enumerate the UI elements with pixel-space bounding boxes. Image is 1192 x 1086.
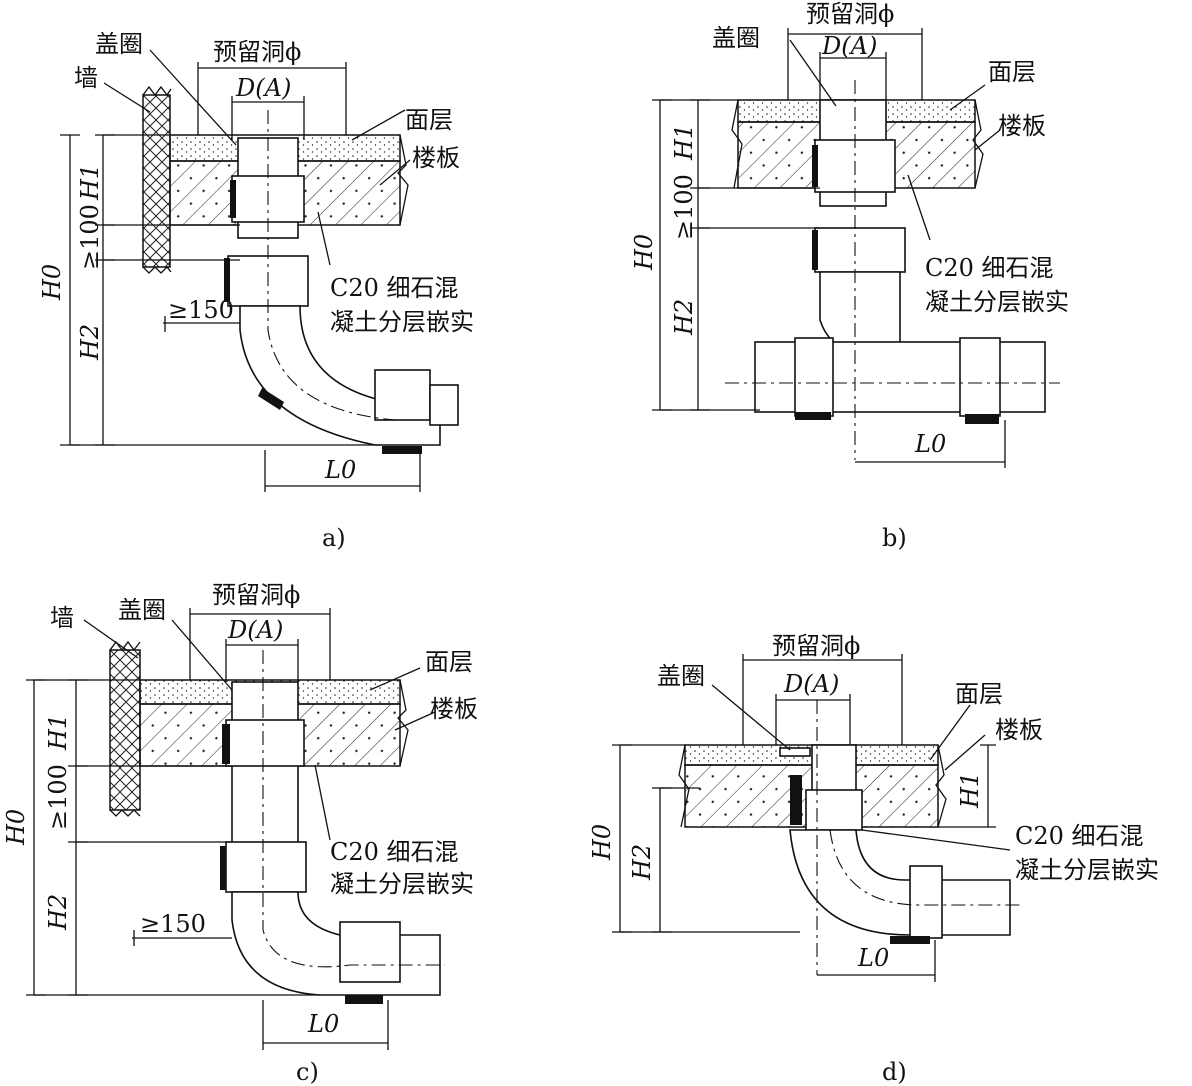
ge100-label-a: ≥100 xyxy=(76,204,104,270)
floor-slab-label-b: 楼板 xyxy=(998,112,1046,140)
h1-label-c: H1 xyxy=(44,714,72,751)
fill-label-2-c: 凝土分层嵌实 xyxy=(330,870,474,898)
fill-label-1-a: C20 细石混 xyxy=(330,274,459,302)
h0-label-b: H0 xyxy=(630,234,658,271)
caption-c: c) xyxy=(296,1058,319,1086)
fill-label-1-c: C20 细石混 xyxy=(330,838,459,866)
wall-c xyxy=(109,649,141,811)
caption-a: a) xyxy=(322,524,346,552)
l0-label-d: L0 xyxy=(857,944,889,972)
cover-ring-label-b: 盖圈 xyxy=(712,24,760,52)
ge100-label-b: ≥100 xyxy=(670,174,698,240)
h2-label-b: H2 xyxy=(670,299,698,336)
h0-label-c: H0 xyxy=(2,809,30,846)
fill-label-2-d: 凝土分层嵌实 xyxy=(1015,856,1159,884)
diameter-label-d: D(A) xyxy=(783,670,839,698)
caption-b: b) xyxy=(882,524,907,552)
wall-label-a: 墙 xyxy=(74,64,98,92)
surface-layer-label-b: 面层 xyxy=(988,58,1036,86)
panel-d xyxy=(612,654,1020,982)
h1-label-d: H1 xyxy=(956,772,984,809)
l0-label-b: L0 xyxy=(914,430,946,458)
surface-layer-label-c: 面层 xyxy=(425,648,473,676)
surface-layer-label-a: 面层 xyxy=(405,106,453,134)
l0-label-c: L0 xyxy=(307,1010,339,1038)
caption-d: d) xyxy=(882,1058,907,1086)
ge150-label-c: ≥150 xyxy=(140,910,206,938)
ge150-label-a: ≥150 xyxy=(168,296,234,324)
panel-c xyxy=(26,608,445,1050)
fill-label-1-d: C20 细石混 xyxy=(1015,822,1144,850)
surface-layer-label-d: 面层 xyxy=(955,680,1003,708)
panel-a xyxy=(60,49,459,492)
panel-b xyxy=(652,28,1060,468)
ge100-label-c: ≥100 xyxy=(44,764,72,830)
reserved-hole-label-d: 预留洞ϕ xyxy=(772,632,860,660)
fill-label-2-a: 凝土分层嵌实 xyxy=(330,308,474,336)
diameter-label-c: D(A) xyxy=(227,616,283,644)
diameter-label-b: D(A) xyxy=(821,32,877,60)
h2-label-a: H2 xyxy=(76,324,104,361)
reserved-hole-label-b: 预留洞ϕ xyxy=(806,0,894,28)
diameter-label-a: D(A) xyxy=(235,74,291,102)
floor-slab-label-c: 楼板 xyxy=(430,695,478,723)
wall-a xyxy=(142,94,171,268)
h2-label-d: H2 xyxy=(628,844,656,881)
h1-label-a: H1 xyxy=(76,164,104,201)
reserved-hole-label-a: 预留洞ϕ xyxy=(213,38,301,66)
h2-label-c: H2 xyxy=(44,894,72,931)
fill-label-2-b: 凝土分层嵌实 xyxy=(925,288,1069,316)
h1-label-b: H1 xyxy=(670,124,698,161)
cover-ring-label-d: 盖圈 xyxy=(657,662,705,690)
floor-slab-label-d: 楼板 xyxy=(995,716,1043,744)
floor-slab-label-a: 楼板 xyxy=(412,144,460,172)
wall-label-c: 墙 xyxy=(50,604,74,632)
cover-ring-label-c: 盖圈 xyxy=(118,596,166,624)
reserved-hole-label-c: 预留洞ϕ xyxy=(212,581,300,609)
fill-label-1-b: C20 细石混 xyxy=(925,254,1054,282)
elbow-c xyxy=(231,891,441,996)
h0-label-a: H0 xyxy=(38,264,66,301)
cover-ring-label-a: 盖圈 xyxy=(95,30,143,58)
h0-label-d: H0 xyxy=(588,824,616,861)
l0-label-a: L0 xyxy=(324,456,356,484)
